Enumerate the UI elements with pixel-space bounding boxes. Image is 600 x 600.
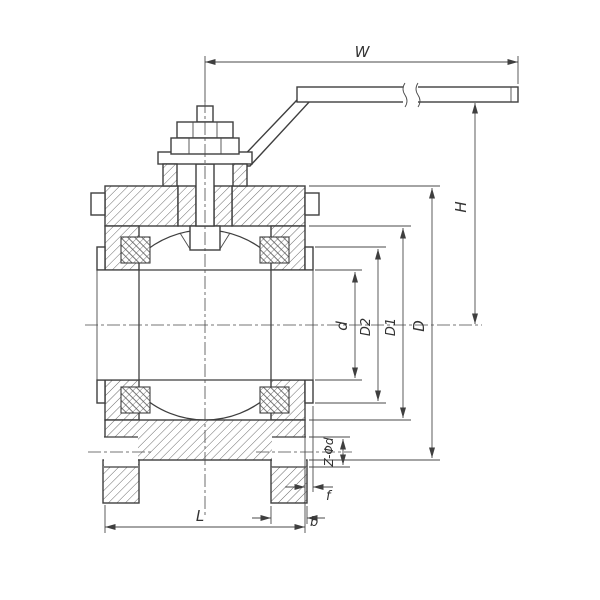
raised-face-left xyxy=(96,379,106,404)
dim-label-z-phi-d: Z-Φd xyxy=(322,437,336,467)
seat-ring xyxy=(120,386,151,414)
dimension-d2: D2 xyxy=(315,246,386,404)
dimension-b: b xyxy=(252,506,325,530)
seat-ring xyxy=(259,236,290,264)
handle-break-gap xyxy=(403,83,418,106)
seat-ring xyxy=(120,236,151,264)
plate-support xyxy=(232,163,248,187)
plate-support xyxy=(162,163,178,187)
dim-label-d: d xyxy=(333,321,351,331)
dimension-d1: D1 xyxy=(309,225,411,421)
seat-ring xyxy=(259,386,290,414)
ball-slot-line xyxy=(219,232,231,250)
dimension-d: d xyxy=(315,269,362,381)
raised-face-right xyxy=(304,246,314,271)
handle-assembly xyxy=(232,82,519,167)
body-top-band xyxy=(231,185,306,227)
dim-label-w: W xyxy=(355,43,371,61)
dimension-w: W xyxy=(204,43,519,102)
ball-slot-line xyxy=(179,232,191,250)
stem-packing xyxy=(213,185,233,227)
dim-label-big-d: D xyxy=(410,320,428,332)
dimension-bolt-holes: Z-Φd xyxy=(309,436,350,468)
dimension-h: H xyxy=(452,103,478,324)
raised-face-left xyxy=(96,246,106,271)
bolt-lug-top-left xyxy=(90,192,106,216)
stem-packing xyxy=(177,185,197,227)
dim-label-d2: D2 xyxy=(359,318,374,336)
dim-label-b: b xyxy=(310,515,318,530)
bolt-lug-top-right xyxy=(304,192,320,216)
body-top-band xyxy=(104,185,179,227)
dimension-l: L xyxy=(104,470,306,533)
dimension-dd: D xyxy=(309,185,440,461)
dim-label-d1: D1 xyxy=(384,318,399,336)
dim-label-l: L xyxy=(196,507,204,525)
centerlines xyxy=(85,100,482,515)
raised-face-right xyxy=(304,379,314,404)
handle-break-icon xyxy=(402,82,408,108)
dim-label-h: H xyxy=(452,201,470,212)
handle-break-icon xyxy=(415,82,421,108)
dim-label-f: f xyxy=(326,489,333,504)
